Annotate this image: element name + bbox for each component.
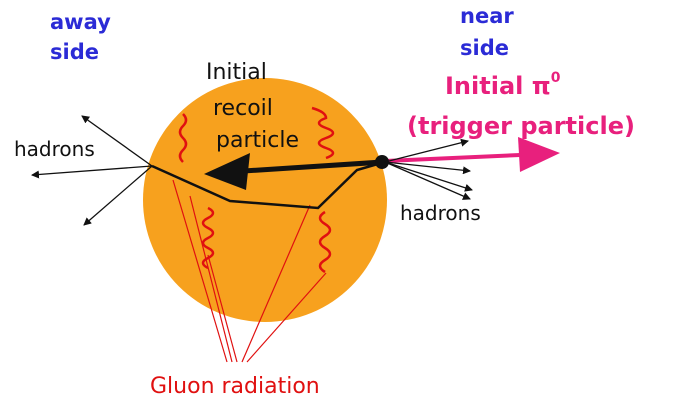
gluon-wave-2 (201, 206, 215, 270)
hadrons-left-label: hadrons (14, 137, 95, 161)
hadrons-right-label: hadrons (400, 201, 481, 225)
initial-recoil-label-line1: Initial (206, 60, 267, 85)
hadrons-left-lines (31, 115, 153, 226)
recoil-arrow-shaft (227, 159, 384, 175)
gluon-wave-1 (178, 113, 188, 163)
away-side-label-line2: side (50, 40, 99, 64)
recoil-arrow-head (204, 153, 250, 190)
initial-pi0-label: Initial π0 (445, 71, 560, 100)
gluon-wave-3 (311, 106, 335, 160)
hadrons-right-lines (384, 138, 473, 200)
trigger-arrow-shaft (384, 153, 521, 163)
near-side-label-line1: near (460, 4, 514, 28)
parton-path (151, 160, 386, 210)
trigger-particle-label: (trigger particle) (407, 112, 635, 140)
initial-recoil-label-line3: particle (216, 128, 299, 153)
gluon-wave-4 (318, 210, 332, 274)
vertex-dot (375, 155, 389, 169)
away-side-label-line1: away (50, 10, 111, 34)
gluon-radiation-label: Gluon radiation (150, 374, 320, 399)
near-side-label-line2: side (460, 36, 509, 60)
gluon-pointer-lines (172, 179, 327, 363)
initial-pi0-superscript: 0 (550, 70, 561, 86)
initial-pi0-text: Initial π (445, 72, 551, 100)
initial-recoil-label-line2: recoil (213, 96, 273, 121)
trigger-arrow-head (518, 137, 560, 172)
